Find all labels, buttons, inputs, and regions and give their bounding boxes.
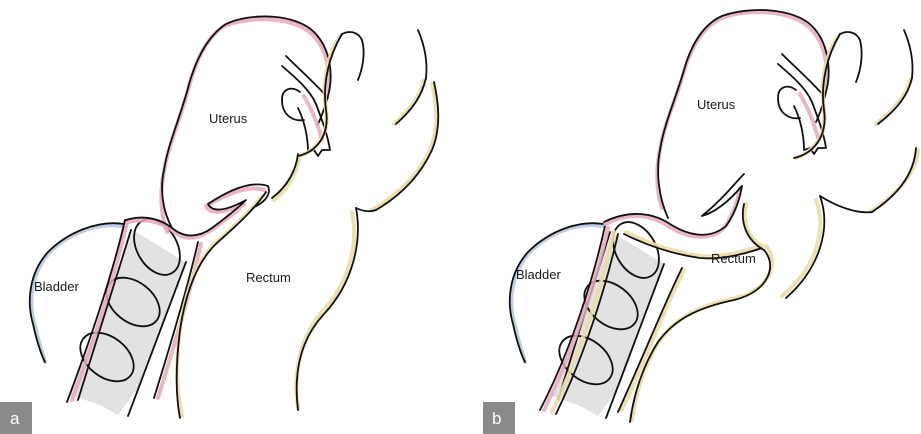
uterus-label: Uterus <box>697 97 736 112</box>
panel-tag-a: a <box>0 402 32 434</box>
bladder-label: Bladder <box>516 267 561 282</box>
panel-tag-letter: a <box>10 409 20 428</box>
speculum-tube <box>70 211 189 416</box>
uterus-shape <box>604 10 829 237</box>
rectum-label: Rectum <box>711 251 756 266</box>
rectum-label: Rectum <box>246 270 291 285</box>
panel-b: Uterus Bladder Rectum b <box>483 10 918 434</box>
uterus-shape <box>126 16 331 237</box>
uterus-label: Uterus <box>209 111 248 126</box>
panel-tag-letter: b <box>492 409 501 428</box>
bladder-label: Bladder <box>34 279 79 294</box>
panel-tag-b: b <box>483 402 515 434</box>
panel-a: Uterus Bladder Rectum a <box>0 16 438 434</box>
